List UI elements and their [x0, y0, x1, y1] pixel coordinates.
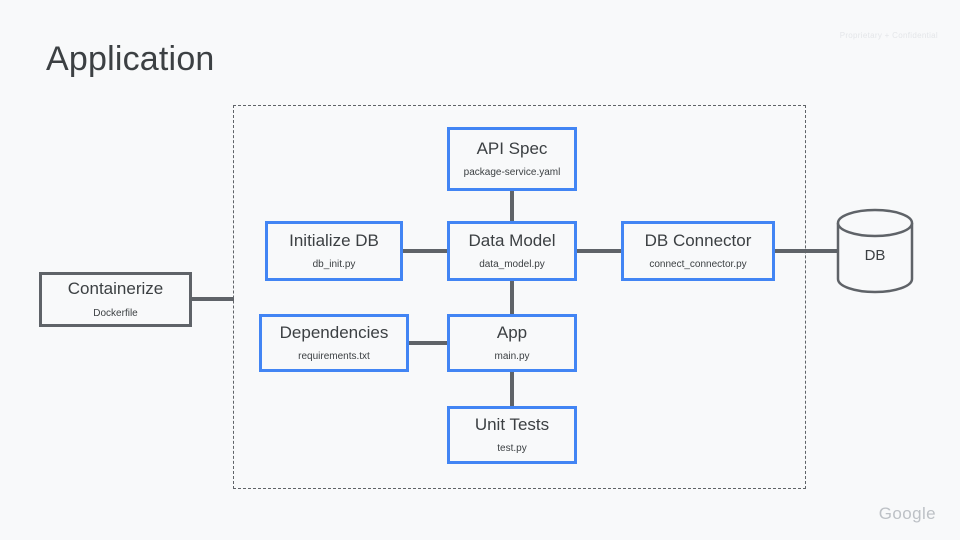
node-containerize-title: Containerize — [67, 279, 164, 299]
node-data-model[interactable]: Data Model data_model.py — [447, 221, 577, 281]
node-unit-tests-file: test.py — [497, 443, 527, 455]
database-label: DB — [864, 246, 886, 264]
node-dependencies[interactable]: Dependencies requirements.txt — [259, 314, 409, 372]
node-data-model-title: Data Model — [468, 230, 556, 250]
node-containerize[interactable]: Containerize Dockerfile — [39, 272, 192, 327]
node-containerize-file: Dockerfile — [93, 307, 138, 319]
node-api-spec[interactable]: API Spec package-service.yaml — [447, 127, 577, 191]
node-db-connector[interactable]: DB Connector connect_connector.py — [621, 221, 775, 281]
database-cylinder[interactable]: DB — [836, 208, 914, 294]
node-initialize-db-title: Initialize DB — [289, 230, 379, 250]
node-app-file: main.py — [494, 351, 530, 363]
node-initialize-db-file: db_init.py — [312, 259, 356, 271]
node-api-spec-file: package-service.yaml — [463, 167, 561, 179]
page-title: Application — [46, 40, 215, 78]
database-icon — [836, 208, 914, 294]
node-initialize-db[interactable]: Initialize DB db_init.py — [265, 221, 403, 281]
node-unit-tests[interactable]: Unit Tests test.py — [447, 406, 577, 464]
node-dependencies-title: Dependencies — [279, 322, 389, 342]
node-db-connector-title: DB Connector — [644, 230, 752, 250]
node-app-title: App — [496, 322, 528, 342]
node-api-spec-title: API Spec — [476, 138, 548, 158]
node-app[interactable]: App main.py — [447, 314, 577, 372]
confidentiality-notice: Proprietary + Confidential — [839, 31, 938, 40]
node-unit-tests-title: Unit Tests — [474, 414, 550, 434]
brand-logo: Google — [878, 504, 936, 523]
node-data-model-file: data_model.py — [479, 259, 545, 271]
node-dependencies-file: requirements.txt — [298, 351, 370, 363]
node-db-connector-file: connect_connector.py — [649, 259, 747, 271]
